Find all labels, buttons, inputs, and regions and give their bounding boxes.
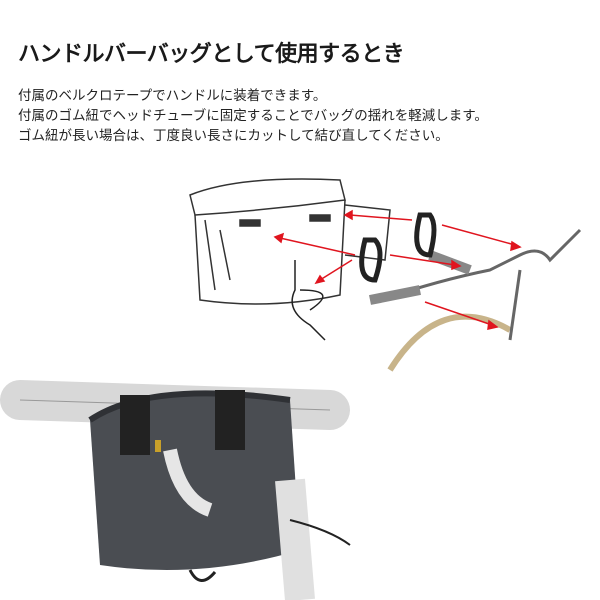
bag-photo [0,380,351,600]
velcro-strap-icon [359,237,383,283]
velcro-strap [215,390,245,450]
description: 付属のベルクロテープでハンドルに装着できます。 付属のゴム紐でヘッドチューブに固… [18,86,488,146]
description-line: 付属のゴム紐でヘッドチューブに固定することでバッグの揺れを軽減します。 [18,108,488,124]
bungee-cord [291,260,326,341]
description-line: 付属のベルクロテープでハンドルに装着できます。 [18,88,327,104]
head-tube [275,478,315,600]
d-ring [188,569,217,582]
brand-tag [155,440,161,452]
velcro-strap [120,395,150,455]
red-arrows [273,209,522,330]
bag-line-drawing [189,178,391,305]
page-title: ハンドルバーバッグとして使用するとき [18,42,405,67]
brake-lever [163,448,213,517]
description-line: ゴム紐が長い場合は、丁度良い長さにカットして結び直してください。 [18,128,449,144]
bungee-cord [289,519,351,546]
velcro-strap [359,212,437,283]
velcro-strap-icon [414,212,437,258]
bike-handlebar-drawing [369,228,582,372]
installation-diagram [189,178,582,372]
